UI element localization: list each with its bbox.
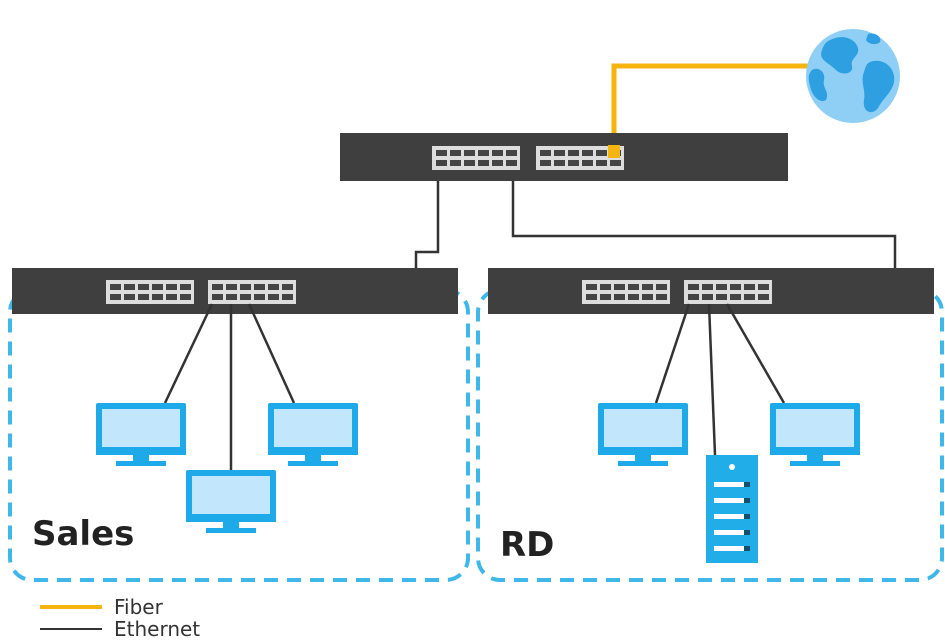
internet-globe-icon bbox=[806, 29, 900, 123]
legend-label-ethernet: Ethernet bbox=[114, 617, 201, 641]
sales-group-label: Sales bbox=[32, 514, 135, 554]
sales-computer-center-icon bbox=[186, 470, 276, 533]
rd-group-label: RD bbox=[500, 525, 555, 565]
legend-swatch-ethernet bbox=[40, 628, 102, 630]
ethernet-link-rd-pc-right bbox=[725, 303, 786, 404]
sales-computer-left-icon bbox=[96, 403, 186, 466]
rd-switch bbox=[488, 268, 934, 314]
ethernet-link-sales-pc-right bbox=[247, 303, 296, 404]
ethernet-link-rd-server bbox=[707, 303, 717, 456]
legend-label-fiber: Fiber bbox=[114, 595, 163, 619]
legend-item-ethernet: Ethernet bbox=[40, 618, 200, 640]
rd-server-icon bbox=[706, 455, 758, 563]
rd-computer-left-icon bbox=[598, 403, 688, 466]
legend-swatch-fiber bbox=[40, 605, 102, 609]
sales-computer-right-icon bbox=[268, 403, 358, 466]
legend-item-fiber: Fiber bbox=[40, 596, 163, 618]
core-switch bbox=[340, 133, 788, 181]
ethernet-link-sales-pc-left bbox=[163, 303, 214, 404]
ethernet-link-core-to-rd bbox=[511, 170, 897, 270]
rd-computer-right-icon bbox=[770, 403, 860, 466]
sales-switch bbox=[12, 268, 458, 314]
fiber-link-to-internet bbox=[611, 63, 808, 158]
fiber-port bbox=[608, 145, 620, 158]
ethernet-link-rd-pc-left bbox=[654, 303, 691, 404]
